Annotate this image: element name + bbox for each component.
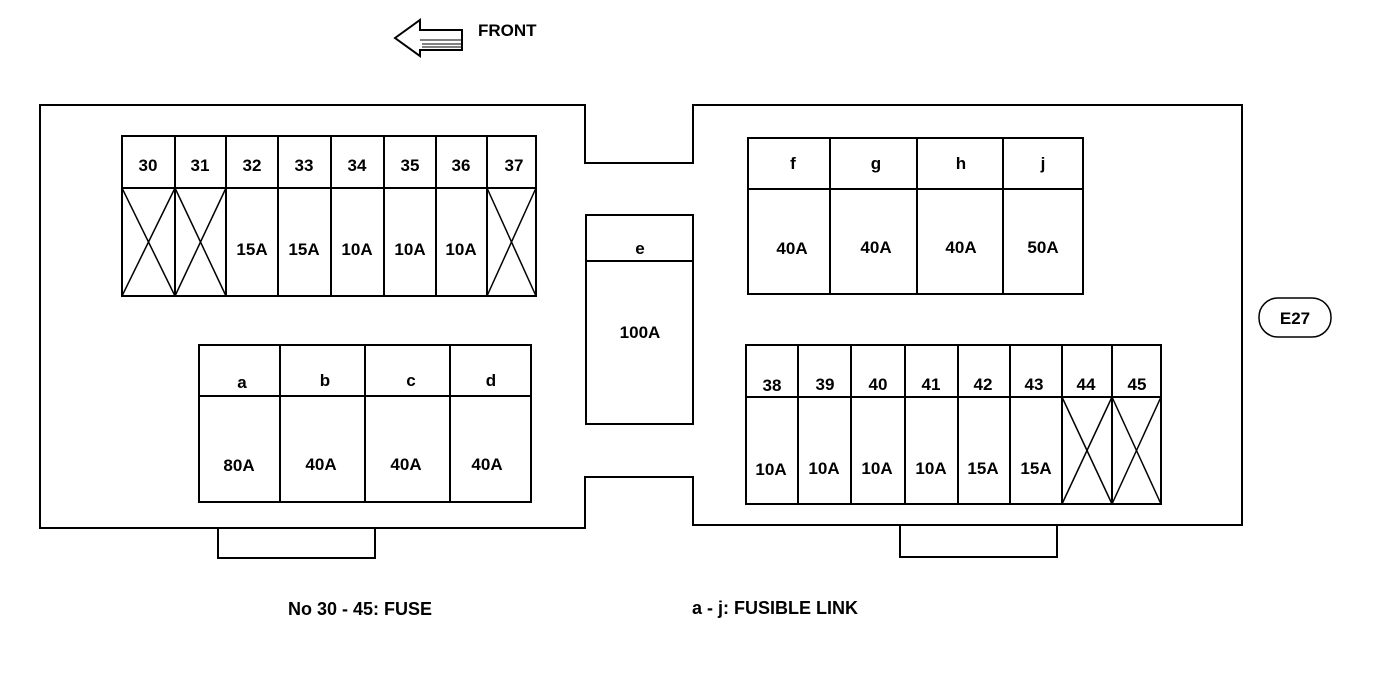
link-rating: 50A <box>1027 238 1058 257</box>
fuse-rating: 10A <box>808 459 839 478</box>
fuse-number: 38 <box>763 376 782 395</box>
fuse-number: 35 <box>401 156 420 175</box>
link-rating: 80A <box>223 456 254 475</box>
fuse-rating: 10A <box>445 240 476 259</box>
fuse-number: 33 <box>295 156 314 175</box>
fuse-number: 42 <box>974 375 993 394</box>
link-id: c <box>406 371 415 390</box>
link-id: g <box>871 154 881 173</box>
link-rating: 40A <box>776 239 807 258</box>
link-id: e <box>635 239 644 258</box>
legend-fusible-link: a - j: FUSIBLE LINK <box>692 598 858 618</box>
connector-label: E27 <box>1258 297 1332 338</box>
link-id: b <box>320 371 330 390</box>
link-id: h <box>956 154 966 173</box>
fuse-rating: 15A <box>288 240 319 259</box>
fuse-rating: 15A <box>967 459 998 478</box>
link-id: d <box>486 371 496 390</box>
fuse-number: 32 <box>243 156 262 175</box>
fuse-number: 40 <box>869 375 888 394</box>
fuse-row-30-37: 30 31 32 33 34 35 36 37 15A 15A 10A 10A … <box>121 135 537 297</box>
fuse-rating: 10A <box>915 459 946 478</box>
connector-label-text: E27 <box>1280 309 1310 328</box>
fuse-rating: 10A <box>341 240 372 259</box>
fuse-number: 41 <box>922 375 941 394</box>
fuse-rating: 10A <box>755 460 786 479</box>
link-row-a-d: a b c d 80A 40A 40A 40A <box>198 344 532 503</box>
link-row-f-j: f g h j 40A 40A 40A 50A <box>747 137 1084 295</box>
legend-fuse: No 30 - 45: FUSE <box>288 599 432 619</box>
fuse-rating: 10A <box>861 459 892 478</box>
link-rating: 40A <box>390 455 421 474</box>
fuse-number: 31 <box>191 156 210 175</box>
mounting-tab-left <box>217 528 376 559</box>
fuse-number: 34 <box>348 156 367 175</box>
fuse-number: 39 <box>816 375 835 394</box>
housing-outline <box>39 104 1243 529</box>
fuse-row-38-45: 38 39 40 41 42 43 44 45 10A 10A 10A 10A … <box>745 344 1162 505</box>
front-arrow-icon <box>393 18 463 58</box>
fuse-rating: 15A <box>236 240 267 259</box>
link-rating: 40A <box>305 455 336 474</box>
link-rating: 100A <box>620 323 661 342</box>
mounting-tab-right <box>899 525 1058 558</box>
link-rating: 40A <box>945 238 976 257</box>
link-rating: 40A <box>471 455 502 474</box>
front-label: FRONT <box>478 21 537 40</box>
fuse-number: 44 <box>1077 375 1096 394</box>
fuse-rating: 10A <box>394 240 425 259</box>
fuse-number: 43 <box>1025 375 1044 394</box>
fuse-number: 45 <box>1128 375 1147 394</box>
link-id: a <box>237 373 247 392</box>
link-e: e 100A <box>585 214 694 425</box>
link-rating: 40A <box>860 238 891 257</box>
fuse-number: 37 <box>505 156 524 175</box>
fuse-number: 30 <box>139 156 158 175</box>
fuse-rating: 15A <box>1020 459 1051 478</box>
link-id: f <box>790 154 796 173</box>
link-id: j <box>1040 154 1046 173</box>
fuse-number: 36 <box>452 156 471 175</box>
